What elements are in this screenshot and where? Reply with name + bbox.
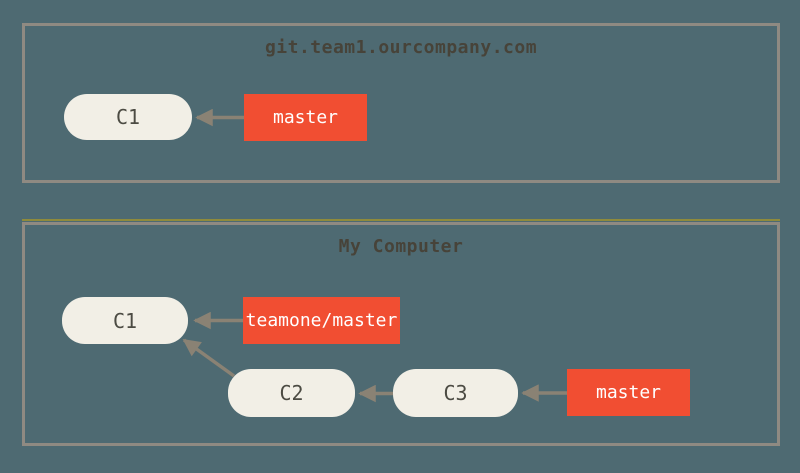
commit-node-remote-c1: C1 — [64, 94, 192, 140]
remote-server-box: git.team1.ourcompany.com — [22, 23, 780, 183]
branch-label-teamone-master: teamone/master — [243, 297, 400, 344]
commit-node-local-c1: C1 — [62, 297, 188, 344]
local-computer-box: My Computer — [22, 222, 780, 446]
remote-server-title: git.team1.ourcompany.com — [264, 37, 538, 58]
accent-line — [22, 219, 780, 221]
commit-node-local-c2: C2 — [228, 369, 355, 417]
commit-node-local-c3: C3 — [393, 369, 518, 417]
branch-label-remote-master: master — [244, 94, 367, 141]
branch-label-local-master: master — [567, 369, 690, 416]
local-computer-title: My Computer — [338, 236, 464, 257]
